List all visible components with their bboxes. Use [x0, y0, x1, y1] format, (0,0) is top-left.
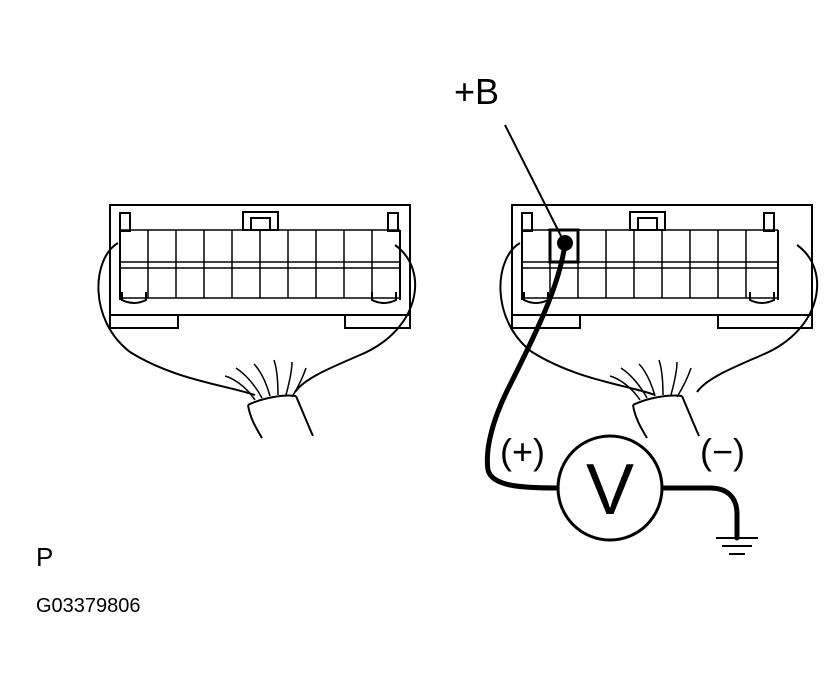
- left-corner-slot-r: [387, 212, 399, 232]
- right-harness-loop: [499, 242, 819, 396]
- left-wire-strands: [224, 359, 307, 401]
- right-wire-bundle: [632, 394, 700, 439]
- left-side-guides: [119, 230, 401, 300]
- negative-test-lead: [661, 485, 740, 541]
- view-label: P: [36, 542, 53, 572]
- left-latch-r: [371, 292, 397, 304]
- voltmeter-icon: [556, 434, 664, 542]
- left-wire-bundle: [247, 394, 314, 439]
- right-wire-strands: [609, 359, 692, 401]
- terminal-label: +B: [454, 71, 499, 112]
- right-lock-tab: [629, 211, 666, 231]
- right-connector-body: [511, 204, 813, 316]
- right-side-guides: [521, 230, 779, 300]
- left-corner-slot-l: [119, 212, 131, 232]
- right-connector: [499, 204, 819, 439]
- left-lock-tab-inner: [250, 217, 271, 231]
- left-pin-grid: [120, 229, 400, 299]
- positive-test-lead: [484, 240, 568, 491]
- left-harness-loop: [97, 242, 417, 396]
- right-corner-slot-l: [521, 212, 533, 232]
- left-lock-tab: [242, 211, 279, 231]
- figure-id: G03379806: [36, 595, 141, 617]
- right-latch-r: [749, 292, 775, 304]
- left-connector: [97, 204, 417, 439]
- voltmeter-symbol: V: [586, 450, 634, 530]
- b-leader-line: [504, 124, 563, 239]
- negative-lead-label: (−): [700, 431, 745, 472]
- left-connector-body: [109, 204, 411, 316]
- ground-icon: [716, 537, 758, 555]
- right-connector-flange: [511, 315, 813, 329]
- positive-lead-label: (+): [500, 431, 545, 472]
- left-connector-flange: [109, 315, 411, 329]
- right-pin-grid: [522, 229, 778, 299]
- right-lock-tab-inner: [637, 217, 658, 231]
- right-corner-slot-r: [763, 212, 775, 232]
- left-latch-l: [121, 292, 147, 304]
